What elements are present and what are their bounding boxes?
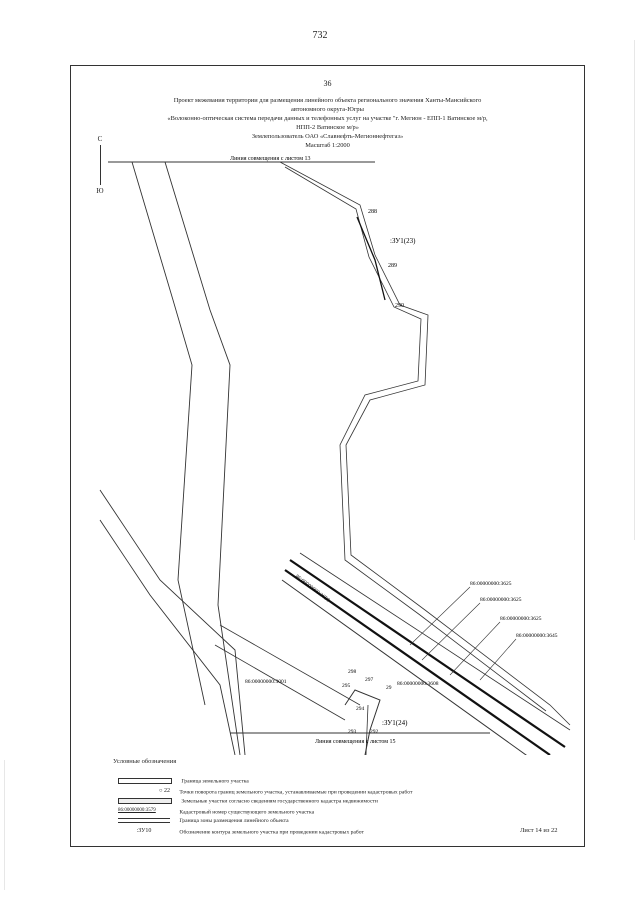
legend-text: Граница зоны размещения линейного объект… — [179, 818, 289, 824]
cadastral-number: 86:00000000:3659 — [294, 574, 331, 604]
zu24-boundary — [344, 689, 381, 755]
cadastre-parcel-symbol — [118, 798, 172, 804]
legend-row: ○ 22 Точки поворота границ земельного уч… — [118, 788, 413, 798]
road-edge — [164, 161, 241, 755]
zu23-boundary — [356, 216, 386, 301]
north-label: С — [97, 135, 103, 143]
road-edge-lower — [99, 489, 246, 755]
legend-text: Обозначение контура земельного участка п… — [179, 829, 364, 836]
parcel-line — [214, 644, 346, 721]
north-arrow-icon: С Ю — [94, 135, 106, 195]
legend-text: Точки поворота границ земельного участка… — [179, 789, 413, 796]
title-line: «Волоконно-оптическая система передачи д… — [167, 115, 488, 122]
point-label: 290 — [395, 303, 404, 309]
legend-row: Граница зоны размещения линейного объект… — [118, 818, 289, 828]
zu24-boundary — [365, 704, 369, 755]
scan-edge-mark — [634, 40, 635, 540]
sheet-number: 36 — [323, 79, 332, 88]
cadastral-number-symbol: 86:00000000:3579 — [118, 808, 156, 813]
legend-row: Земельные участки согласно сведениям гос… — [118, 798, 378, 808]
cadastral-map: Линия совмещения с листом 13 Линия совме… — [99, 156, 571, 755]
title-line: НПП-2 Ватинское м/р» — [296, 124, 359, 131]
road-edge — [131, 161, 206, 706]
cadastral-number: 86:00000000:3625 — [470, 581, 512, 587]
zone-boundary-symbol — [118, 818, 170, 824]
point-label: 288 — [368, 209, 377, 215]
drawing-title: Проект межевания территории для размещен… — [75, 96, 580, 150]
title-line: Проект межевания территории для размещен… — [173, 97, 482, 104]
legend-text: Граница земельного участка — [181, 778, 249, 785]
scan-edge-mark — [4, 760, 5, 890]
south-label: Ю — [96, 187, 104, 195]
title-line: Землепользователь ОАО «Славнефть-Мегионн… — [251, 133, 404, 140]
parcel-label: :ЗУ1(23) — [390, 237, 416, 245]
point-label: 293 — [348, 729, 357, 735]
road-edge-lower — [99, 519, 236, 755]
page-number: 732 — [312, 30, 328, 41]
legend-title: Условные обозначения — [113, 758, 177, 765]
boundary-symbol — [118, 778, 172, 784]
point-label: 292 — [370, 729, 379, 735]
match-line-top-label: Линия совмещения с листом 13 — [230, 156, 311, 162]
legend-row: 86:00000000:3579 Кадастровый номер сущес… — [118, 808, 314, 818]
point-symbol: ○ 22 — [158, 788, 170, 794]
match-line-bottom-label: Линия совмещения с листом 15 — [315, 739, 396, 745]
title-line: автономного округа-Югры — [291, 106, 364, 113]
cadastral-number: 86:00000000:3608 — [397, 681, 439, 687]
pipeline-line — [284, 569, 551, 755]
parcel-line — [219, 624, 361, 706]
drawing-frame — [70, 65, 585, 847]
legend-row: Граница земельного участка — [118, 778, 249, 788]
corridor-line — [279, 161, 571, 726]
pipeline-edge — [299, 552, 571, 731]
contour-label-symbol: :ЗУ10 — [136, 828, 152, 834]
point-label: 298 — [348, 669, 357, 675]
point-label: 289 — [388, 263, 397, 269]
point-label: 297 — [365, 677, 374, 683]
point-label: 294 — [356, 706, 365, 712]
pipeline-edge — [281, 579, 527, 755]
cadastral-number: 86:00000000:3645 — [516, 633, 558, 639]
title-line: Масштаб 1:2000 — [305, 142, 350, 149]
corridor-line — [284, 166, 547, 712]
sheet-of-total: Лист 14 из 22 — [520, 827, 558, 834]
legend-text: Кадастровый номер существующего земельно… — [179, 809, 315, 816]
cadastral-number: 86:00000000:3625 — [480, 597, 522, 603]
pipeline-line — [289, 559, 566, 748]
parcel-label: :ЗУ1(24) — [382, 719, 408, 727]
cadastral-number: 86:00000000:3001 — [245, 679, 287, 685]
legend-text: Земельные участки согласно сведениям гос… — [181, 798, 378, 805]
legend-row: :ЗУ10 Обозначение контура земельного уча… — [118, 828, 364, 838]
cadastral-number: 86:00000000:3625 — [500, 616, 542, 622]
point-label: 295 — [342, 683, 351, 689]
point-label: 29 — [386, 685, 392, 691]
